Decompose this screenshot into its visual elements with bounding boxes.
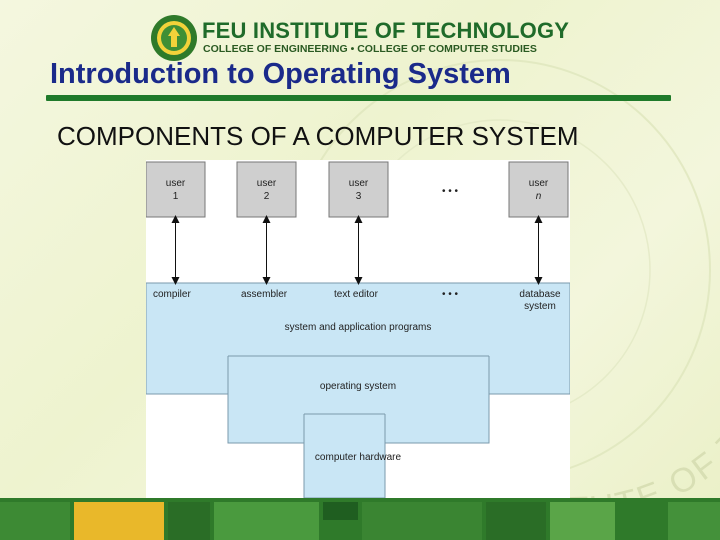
institution-colleges: COLLEGE OF ENGINEERING • COLLEGE OF COMP… — [203, 43, 537, 55]
user-n-number: n — [536, 191, 542, 202]
slide-subtitle: COMPONENTS OF A COMPUTER SYSTEM — [57, 121, 579, 151]
user-2-number: 2 — [264, 191, 270, 202]
program-text-editor: text editor — [334, 289, 379, 300]
program-database-line1: database — [519, 289, 561, 300]
layer-os-label: operating system — [320, 381, 396, 392]
user-box-2 — [236, 161, 297, 218]
user-box-3 — [328, 161, 389, 218]
programs-ellipsis: • • • — [442, 289, 459, 300]
program-database-line2: system — [524, 301, 556, 312]
institution-name: FEU INSTITUTE OF TECHNOLOGY — [202, 18, 570, 43]
user-box-1 — [146, 161, 206, 218]
user-1-label: user — [166, 178, 186, 189]
computer-system-diagram: user 1 user 2 user 3 user n • • • compil… — [146, 160, 570, 498]
layer-apps-label: system and application programs — [285, 322, 432, 333]
user-3-label: user — [349, 178, 369, 189]
user-2-label: user — [257, 178, 277, 189]
footer-decoration-bar — [0, 498, 720, 540]
layer-hardware-label: computer hardware — [315, 452, 402, 463]
user-box-n — [508, 161, 569, 218]
users-ellipsis: • • • — [442, 186, 459, 197]
user-1-number: 1 — [173, 191, 179, 202]
user-3-number: 3 — [356, 191, 362, 202]
university-seal-logo — [151, 15, 197, 61]
title-underline — [46, 95, 671, 101]
program-assembler: assembler — [241, 289, 288, 300]
user-n-label: user — [529, 178, 549, 189]
slide-title: Introduction to Operating System — [50, 58, 511, 90]
program-compiler: compiler — [153, 289, 191, 300]
